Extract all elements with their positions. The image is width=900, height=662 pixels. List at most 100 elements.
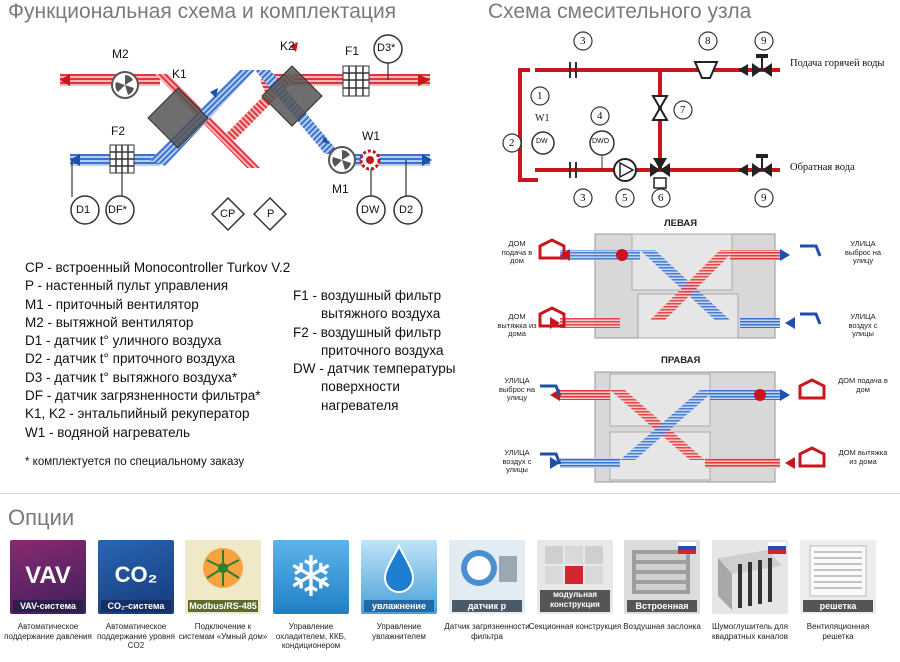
legend-item: D3 - датчик t° вытяжного воздуха* bbox=[25, 369, 238, 385]
option-caption: Подключение к системам «Умный дом» bbox=[178, 622, 268, 641]
mix-num-3-top: 3 bbox=[580, 35, 586, 47]
mix-num-4: 4 bbox=[597, 110, 603, 122]
option-silencer-tile[interactable] bbox=[712, 540, 788, 614]
option-grille-tile[interactable]: решетка bbox=[800, 540, 876, 614]
damper-icon bbox=[632, 542, 696, 594]
legend-item: приточного воздуха bbox=[321, 342, 444, 358]
humidification-tile-label: увлажнение bbox=[364, 600, 434, 612]
options-title: Опции bbox=[8, 505, 75, 530]
label-k1: K1 bbox=[172, 67, 187, 81]
right-variant-tl-label: УЛИЦА выброс на улицу bbox=[498, 376, 536, 402]
label-k2: K2 bbox=[280, 39, 295, 53]
option-cooling-tile[interactable]: ❄ bbox=[273, 540, 349, 614]
label-w1: W1 bbox=[362, 129, 380, 143]
mix-num-6: 6 bbox=[658, 192, 664, 204]
label-m1: M1 bbox=[332, 182, 349, 196]
label-cp: CP bbox=[220, 208, 236, 220]
variant-right-title: ПРАВАЯ bbox=[661, 355, 701, 366]
legend-item: P - настенный пульт управления bbox=[25, 278, 229, 294]
mix-num-2: 2 bbox=[509, 137, 515, 149]
vav-tile-text: VAV bbox=[25, 562, 71, 589]
legend-item: D2 - датчик t° приточного воздуха bbox=[25, 351, 236, 367]
variant-left-title: ЛЕВАЯ bbox=[664, 218, 698, 229]
option-caption: Шумоглушитель для квадратных каналов bbox=[711, 622, 788, 641]
mix-num-5: 5 bbox=[622, 192, 628, 204]
label-f2: F2 bbox=[111, 124, 126, 138]
silencer-icon bbox=[718, 542, 786, 610]
right-variant-bl-label: УЛИЦА воздух с улицы bbox=[502, 448, 532, 474]
modbus-tile-label: Modbus/RS-485 bbox=[188, 600, 258, 612]
mix-num-7: 7 bbox=[680, 104, 686, 116]
legend-right: F1 - воздушный фильтр вытяжного воздуха … bbox=[293, 287, 456, 415]
modular-tile-label: модульная конструкция bbox=[540, 590, 610, 612]
label-d2: D2 bbox=[399, 204, 414, 216]
legend-item: F1 - воздушный фильтр bbox=[293, 288, 442, 303]
left-variant-tl-label: ДОМ подача в дом bbox=[501, 239, 533, 265]
legend-item: нагревателя bbox=[321, 397, 399, 413]
option-caption: Датчик загрязненности фильтра bbox=[444, 622, 530, 641]
label-df: DF* bbox=[108, 204, 127, 216]
damper-tile-label: Встроенная bbox=[627, 600, 697, 612]
variants-diagram bbox=[538, 233, 826, 483]
legend-item: K1, K2 - энтальпийный рекуператор bbox=[25, 406, 250, 422]
puzzle-icon bbox=[545, 546, 603, 584]
legend-item: поверхности bbox=[321, 379, 400, 395]
option-modular-tile[interactable]: модульная конструкция bbox=[537, 540, 613, 614]
co2-tile-text: CO₂ bbox=[114, 562, 158, 587]
hot-water-supply-label: Подача горячей воды bbox=[790, 58, 885, 69]
legend-item: W1 - водяной нагреватель bbox=[25, 424, 191, 440]
left-variant-br-label: УЛИЦА воздух с улицы bbox=[848, 312, 878, 338]
pressure-gauge-icon bbox=[461, 550, 517, 586]
legend-item: D1 - датчик t° уличного воздуха bbox=[25, 333, 222, 349]
legend-item: M2 - вытяжной вентилятор bbox=[25, 314, 194, 330]
grille-icon bbox=[809, 545, 867, 597]
legend-item: CP - встроенный Monocontroller Turkov V.… bbox=[25, 260, 291, 275]
option-pressure-sensor-tile[interactable]: датчик р bbox=[449, 540, 525, 614]
option-caption: Автоматическое поддержание уровня CO2 bbox=[96, 622, 175, 650]
option-caption: Вентиляционная решетка bbox=[806, 622, 870, 641]
section-divider bbox=[0, 493, 900, 494]
mix-num-8: 8 bbox=[705, 35, 711, 47]
smart-home-icon bbox=[203, 548, 243, 588]
co2-tile-label: CO₂-система bbox=[101, 600, 171, 612]
mixing-unit-diagram bbox=[502, 31, 780, 208]
option-caption: Автоматическое поддержание давления bbox=[4, 622, 92, 641]
option-caption: Воздушная заслонка bbox=[623, 622, 701, 631]
option-co2-tile[interactable]: CO₂ CO₂-система bbox=[98, 540, 174, 614]
legend-item: DF - датчик загрязненности фильтра* bbox=[25, 388, 261, 404]
pressure-sensor-tile-label: датчик р bbox=[452, 600, 522, 612]
option-modbus-tile[interactable]: Modbus/RS-485 bbox=[185, 540, 261, 614]
mix-dwo-label: DWO bbox=[592, 138, 610, 145]
legend-left: CP - встроенный Monocontroller Turkov V.… bbox=[25, 259, 290, 442]
mix-num-9-top: 9 bbox=[761, 35, 767, 47]
water-drop-icon bbox=[383, 543, 415, 593]
mix-num-3-bottom: 3 bbox=[580, 192, 586, 204]
right-variant-br-label: ДОМ вытяжка из дома bbox=[838, 448, 888, 466]
mix-num-9-bottom: 9 bbox=[761, 192, 767, 204]
option-damper-tile[interactable]: Встроенная bbox=[624, 540, 700, 614]
right-variant-tr-label: ДОМ подача в дом bbox=[838, 376, 888, 394]
legend-item: вытяжного воздуха bbox=[321, 306, 441, 322]
option-humidification-tile[interactable]: увлажнение bbox=[361, 540, 437, 614]
label-m2: M2 bbox=[112, 47, 129, 61]
legend-item: DW - датчик температуры bbox=[293, 361, 456, 377]
return-water-label: Обратная вода bbox=[790, 162, 855, 173]
functional-schema-diagram bbox=[60, 34, 432, 232]
left-variant-bl-label: ДОМ вытяжка из дома bbox=[497, 312, 537, 338]
option-caption: Секционная конструкция bbox=[528, 622, 622, 631]
mix-dw-label: DW bbox=[536, 138, 548, 145]
option-vav-tile[interactable]: VAV VAV-система bbox=[10, 540, 86, 614]
snowflake-icon: ❄ bbox=[287, 545, 335, 608]
option-caption: Управление охладителем, ККБ, кондиционер… bbox=[275, 622, 347, 650]
left-variant-tr-label: УЛИЦА выброс на улицу bbox=[844, 239, 882, 265]
mix-num-1: 1 bbox=[537, 90, 543, 102]
grille-tile-label: решетка bbox=[803, 600, 873, 612]
legend-item: F2 - воздушный фильтр bbox=[293, 324, 442, 340]
vav-tile-label: VAV-система bbox=[13, 600, 83, 612]
option-caption: Управление увлажнителем bbox=[372, 622, 426, 641]
title-functional-scheme: Функциональная схема и комплектация bbox=[8, 0, 397, 23]
label-dw: DW bbox=[361, 204, 380, 216]
footnote: * комплектуется по специальному заказу bbox=[25, 456, 245, 468]
legend-item: M1 - приточный вентилятор bbox=[25, 296, 199, 312]
title-mixing-unit: Схема смесительного узла bbox=[488, 0, 752, 23]
